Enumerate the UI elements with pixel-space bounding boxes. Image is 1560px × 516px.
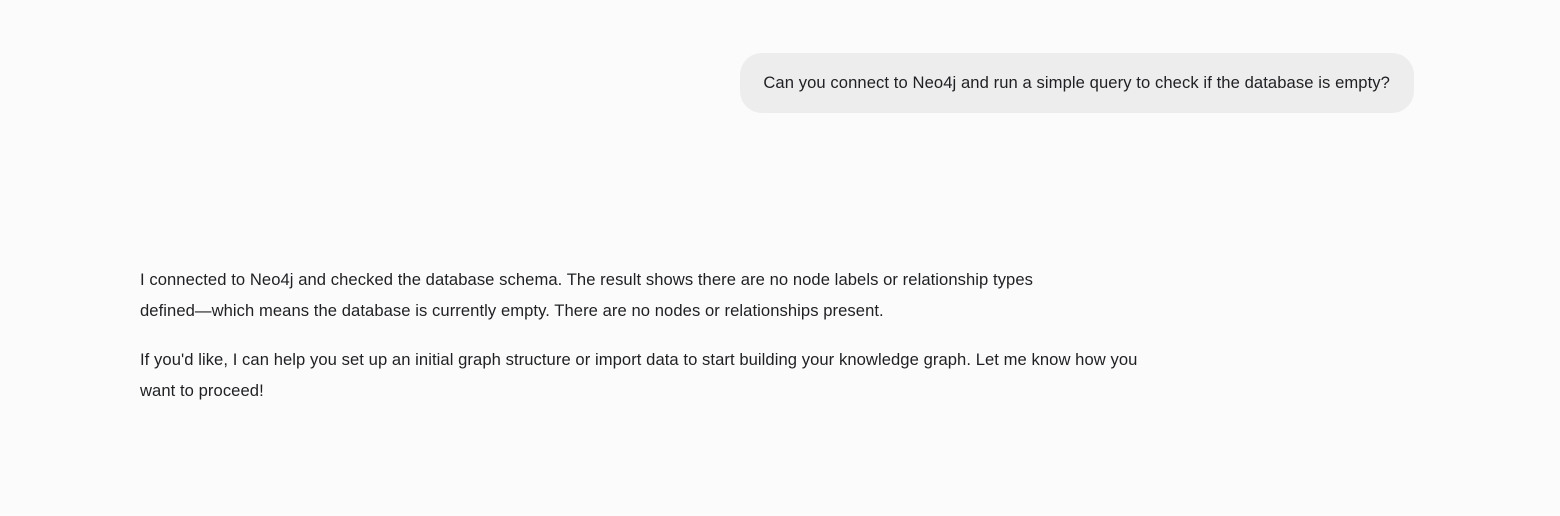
assistant-message-turn: I connected to Neo4j and checked the dat…	[140, 264, 1200, 407]
assistant-message-paragraph: If you'd like, I can help you set up an …	[140, 349, 1138, 401]
user-message-bubble[interactable]: Can you connect to Neo4j and run a simpl…	[740, 53, 1414, 113]
assistant-message-paragraph: I connected to Neo4j and checked the dat…	[140, 270, 1034, 321]
user-message-turn: Can you connect to Neo4j and run a simpl…	[0, 53, 1414, 113]
